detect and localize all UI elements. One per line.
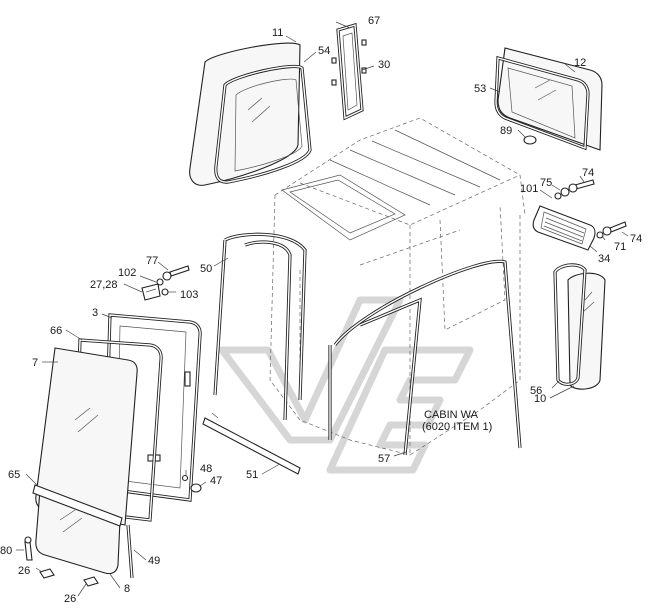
callout-103: 103	[180, 289, 198, 301]
callout-12: 12	[574, 57, 586, 69]
callout-53: 53	[474, 83, 486, 95]
part-89-ring	[523, 135, 537, 145]
callout-67: 67	[368, 15, 380, 27]
part-54-gasket-top-left	[214, 64, 312, 184]
callout-56: 56	[530, 385, 542, 397]
callout-11: 11	[272, 27, 283, 39]
callout-74-lower: 74	[630, 233, 642, 245]
cabin-note-line2: (6020 ITEM 1)	[422, 421, 492, 433]
part-67-narrow-glass	[331, 22, 367, 121]
part-7-lower-glass	[35, 347, 138, 526]
bolt-74-lower	[596, 221, 627, 239]
cabin-body	[269, 117, 526, 456]
part-80-bolt	[24, 536, 33, 561]
part-26-clip-left	[39, 568, 55, 579]
watermark-logo	[218, 296, 474, 474]
part-27-28-latch	[141, 283, 161, 301]
part-8-bottom-glass	[35, 489, 121, 575]
callout-10: 10	[534, 393, 546, 405]
callout-75: 75	[540, 177, 552, 189]
callout-48: 48	[200, 463, 212, 475]
part-34-vent-grille	[532, 205, 596, 251]
callout-101: 101	[520, 183, 538, 195]
part-102-washer	[156, 278, 164, 286]
callout-47: 47	[210, 475, 222, 487]
callout-51: 51	[246, 469, 258, 481]
callout-8: 8	[124, 583, 130, 595]
callout-26-right: 26	[64, 593, 76, 605]
callout-50: 50	[200, 263, 212, 275]
cabin-note-line1: CABIN WA	[424, 409, 479, 421]
part-10-glass-right	[567, 272, 606, 390]
callout-labels: 11 67 54 30 12 53 89 74 75 101 74 71 34 …	[0, 15, 642, 605]
part-103-nut	[161, 288, 169, 296]
callout-89: 89	[500, 125, 512, 137]
callout-49: 49	[148, 555, 160, 567]
part-26-clip-right	[83, 576, 99, 587]
callout-65: 65	[8, 469, 20, 481]
part-77-bolt	[162, 265, 190, 281]
callout-7: 7	[32, 357, 38, 369]
bolt-74-upper	[568, 179, 595, 193]
callout-30: 30	[378, 59, 390, 71]
callout-54: 54	[318, 45, 330, 57]
part-48-fastener	[181, 474, 189, 482]
part-56-gasket-right	[553, 263, 595, 386]
callout-26-left: 26	[18, 565, 30, 577]
part-11-glass-top-left	[189, 42, 301, 186]
callout-77: 77	[146, 255, 158, 267]
part-65-bottom-gasket	[32, 484, 123, 527]
cabin-note: CABIN WA (6020 ITEM 1)	[422, 409, 492, 433]
callout-80: 80	[0, 545, 12, 557]
callout-27-28: 27,28	[90, 279, 118, 291]
callout-57: 57	[378, 453, 390, 465]
part-53-gasket-top-right	[494, 55, 590, 151]
part-57-door-gasket	[328, 259, 522, 456]
part-50-front-gasket	[213, 232, 307, 421]
part-51-bottom-strip	[202, 412, 301, 475]
part-47-cap	[190, 483, 202, 493]
callout-3: 3	[92, 307, 98, 319]
callout-66: 66	[50, 325, 62, 337]
callout-34: 34	[598, 253, 610, 265]
callout-102: 102	[118, 267, 136, 279]
leader-lines	[16, 21, 629, 597]
washers-75-101	[554, 187, 570, 200]
callout-71: 71	[614, 241, 626, 253]
callout-74-upper: 74	[582, 167, 594, 179]
part-49-side-seal	[126, 524, 134, 579]
part-12-glass-top-right	[497, 47, 603, 151]
